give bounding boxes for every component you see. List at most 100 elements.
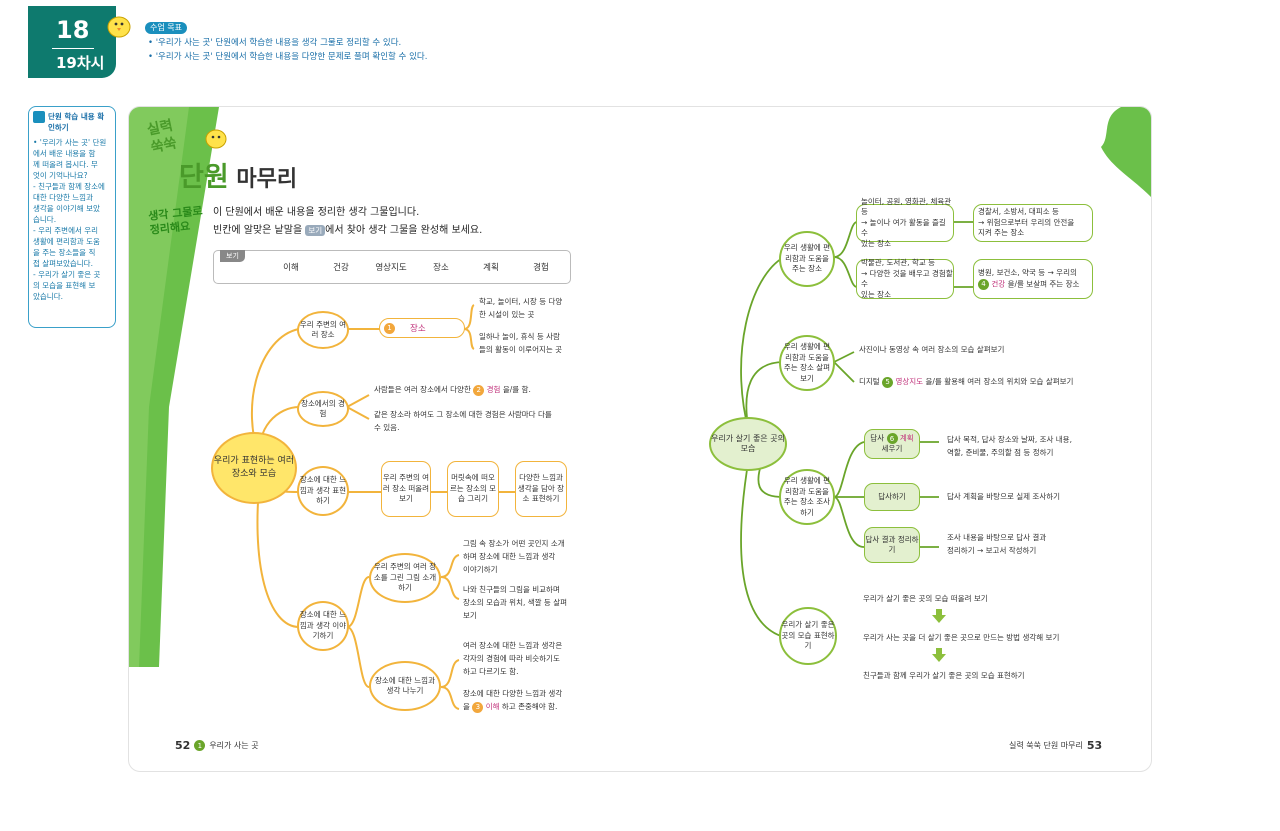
node-express-good-place: 우리가 살기 좋은 곳의 모습 표현하기 bbox=[779, 607, 837, 665]
node-helpful-places: 우리 생활에 편리함과 도움을 주는 장소 bbox=[779, 231, 835, 287]
lesson-session: 19차시 bbox=[56, 54, 105, 72]
text: 하며 장소에 대한 느낌과 생각 bbox=[463, 552, 556, 561]
node-express-place: 장소에 대한 느낌과 생각 표현하기 bbox=[297, 466, 349, 516]
text: 을 3 이해 하고 존중해야 함. bbox=[463, 702, 558, 713]
objective-tag: 수업 목표 bbox=[145, 22, 187, 34]
lesson-number: 18 bbox=[56, 16, 90, 44]
sidebar-title: 단원 학습 내용 확인하기 bbox=[48, 112, 105, 132]
node-look-places: 우리 생활에 편리함과 도움을 주는 장소 살펴보기 bbox=[779, 335, 835, 391]
node-introduce-drawing: 우리 주변의 여러 장소를 그린 그림 소개하기 bbox=[369, 553, 441, 603]
objective-1: • '우리가 사는 곳' 단원에서 학습한 내용을 생각 그물로 정리할 수 있… bbox=[148, 38, 402, 48]
node-talk-place: 장소에 대한 느낌과 생각 이야기하기 bbox=[297, 601, 349, 651]
sidebar-line: 접 살펴보았습니다. bbox=[33, 259, 93, 268]
text: 정리하기 → 보고서 작성하기 bbox=[947, 546, 1037, 555]
text: 이야기하기 bbox=[463, 565, 498, 574]
chick-icon bbox=[205, 129, 227, 149]
text: 보기 bbox=[463, 611, 477, 620]
word-item: 계획 bbox=[483, 263, 499, 273]
right-center-node: 우리가 살기 좋은 곳의 모습 bbox=[709, 417, 787, 471]
answer-pill-1: 1 장소 bbox=[379, 318, 465, 338]
sidebar-line: 습니다. bbox=[33, 215, 57, 224]
speech-icon bbox=[33, 111, 45, 123]
left-center-node: 우리가 표현하는 여러 장소와 모습 bbox=[211, 432, 297, 504]
word-bank: 보기 이해 건강 영상지도 장소 계획 경험 bbox=[213, 250, 571, 284]
sidebar-line: 에서 배운 내용을 함 bbox=[33, 149, 96, 158]
sidebar-line: - 우리 주변에서 우리 bbox=[33, 226, 99, 235]
footer-left: 52 1 우리가 사는 곳 bbox=[175, 739, 259, 752]
sidebar-line: 께 떠올려 봅시다. 무 bbox=[33, 160, 98, 169]
node-local-places: 우리 주변의 여러 장소 bbox=[297, 311, 349, 349]
sidebar-line: - 우리가 살기 좋은 곳 bbox=[33, 270, 101, 279]
text: 장소에 대한 다양한 느낌과 생각 bbox=[463, 689, 563, 698]
text: 우리가 살기 좋은 곳의 모습 떠올려 보기 bbox=[863, 594, 988, 603]
textbook-spread: 실력 쑥쑥 단원 마무리 생각 그물로 정리해요 이 단원에서 배운 내용을 정… bbox=[128, 106, 1152, 772]
text: 각자의 경험에 따라 비슷하기도 bbox=[463, 654, 560, 663]
step-box: 답사하기 bbox=[864, 483, 920, 511]
sidebar-line: 았습니다. bbox=[33, 292, 63, 301]
arrow-down-icon bbox=[932, 609, 946, 623]
intro-line-1: 이 단원에서 배운 내용을 정리한 생각 그물입니다. bbox=[213, 207, 420, 218]
text: 우리가 사는 곳을 더 살기 좋은 곳으로 만드는 방법 생각해 보기 bbox=[863, 633, 1060, 642]
text: 답사 계획을 바탕으로 실제 조사하기 bbox=[947, 492, 1061, 501]
step-box: 다양한 느낌과 생각을 담아 장소 표현하기 bbox=[515, 461, 567, 517]
unit-label: 우리가 사는 곳 bbox=[209, 741, 259, 750]
text: 그림 속 장소가 어떤 곳인지 소개 bbox=[463, 539, 565, 548]
text: 사진이나 동영상 속 여러 장소의 모습 살펴보기 bbox=[859, 345, 1005, 354]
text: 여러 장소에 대한 느낌과 생각은 bbox=[463, 641, 563, 650]
unit-number: 1 bbox=[194, 740, 206, 751]
text: 들의 활동이 이루어지는 곳 bbox=[479, 345, 563, 354]
chick-icon bbox=[107, 16, 131, 38]
text: 사람들은 여러 장소에서 다양한 2 경험 을/를 함. bbox=[374, 385, 531, 396]
step-box: 답사 결과 정리하기 bbox=[864, 527, 920, 563]
text: 같은 장소라 하여도 그 장소에 대한 경험은 사람마다 다를 bbox=[374, 410, 552, 419]
step-box: 머릿속에 떠오르는 장소의 모습 그리기 bbox=[447, 461, 499, 517]
sidebar-line: 의 모습을 표현해 보 bbox=[33, 281, 96, 290]
text: 하고 다르기도 함. bbox=[463, 667, 519, 676]
text: 답사 목적, 답사 장소와 날짜, 조사 내용, bbox=[947, 435, 1072, 444]
text: 나와 친구들의 그림을 비교하며 bbox=[463, 585, 560, 594]
step-box: 우리 주변의 여러 장소 떠올려 보기 bbox=[381, 461, 431, 517]
word-bank-tag: 보기 bbox=[220, 250, 245, 262]
sidebar-line: 생각을 이야기해 보았 bbox=[33, 204, 100, 213]
green-hill-decoration bbox=[129, 107, 219, 667]
text: 한 시설이 있는 곳 bbox=[479, 310, 535, 319]
sidebar-line: 대한 다양한 느낌과 bbox=[33, 193, 93, 202]
sidebar-line: • '우리가 사는 곳' 단원 bbox=[33, 138, 107, 147]
node-experience: 장소에서의 경험 bbox=[297, 391, 349, 427]
section-label: 실력 쑥쑥 단원 마무리 bbox=[1009, 741, 1083, 750]
text: 학교, 놀이터, 시장 등 다양 bbox=[479, 297, 563, 306]
place-box: 병원, 보건소, 약국 등 → 우리의 4 건강 을/를 보살펴 주는 장소 bbox=[973, 259, 1093, 299]
text: 수 있음. bbox=[374, 423, 400, 432]
sidebar-review-box: 단원 학습 내용 확인하기 • '우리가 사는 곳' 단원 에서 배운 내용을 … bbox=[28, 106, 116, 328]
sidebar-line: - 친구들과 함께 장소에 bbox=[33, 182, 105, 191]
text: 조사 내용을 바탕으로 답사 결과 bbox=[947, 533, 1047, 542]
text: 친구들과 함께 우리가 살기 좋은 곳의 모습 표현하기 bbox=[863, 671, 1025, 680]
lesson-badge: 18 19차시 bbox=[28, 6, 116, 78]
word-item: 이해 bbox=[283, 263, 299, 273]
page-number: 53 bbox=[1086, 739, 1103, 752]
text: 디지털 5 영상지도 을/를 활용해 여러 장소의 위치와 모습 살펴보기 bbox=[859, 377, 1074, 388]
sidebar-line: 생활에 편리함과 도움 bbox=[33, 237, 100, 246]
text: 역할, 준비물, 주의할 점 등 정하기 bbox=[947, 448, 1054, 457]
text: 장소의 모습과 위치, 색깔 등 살펴 bbox=[463, 598, 568, 607]
word-item: 건강 bbox=[333, 263, 349, 273]
sidebar-line: 을 주는 장소들을 직 bbox=[33, 248, 96, 257]
leaf-decoration bbox=[1101, 107, 1151, 197]
node-survey-places: 우리 생활에 편리함과 도움을 주는 장소 조사하기 bbox=[779, 469, 835, 525]
node-share-feelings: 장소에 대한 느낌과 생각 나누기 bbox=[369, 661, 441, 711]
unit-title: 단원 마무리 bbox=[179, 162, 298, 193]
word-item: 영상지도 bbox=[375, 263, 407, 273]
text: 일하나 놀이, 휴식 등 사람 bbox=[479, 332, 560, 341]
sidebar-line: 엇이 기억나나요? bbox=[33, 171, 88, 180]
footer-right: 실력 쑥쑥 단원 마무리 53 bbox=[1009, 739, 1102, 752]
word-item: 장소 bbox=[433, 263, 449, 273]
arrow-down-icon bbox=[932, 648, 946, 662]
objective-2: • '우리가 사는 곳' 단원에서 학습한 내용을 다양한 문제로 풀며 확인할… bbox=[148, 52, 428, 62]
word-item: 경험 bbox=[533, 263, 549, 273]
page-number: 52 bbox=[175, 739, 191, 752]
